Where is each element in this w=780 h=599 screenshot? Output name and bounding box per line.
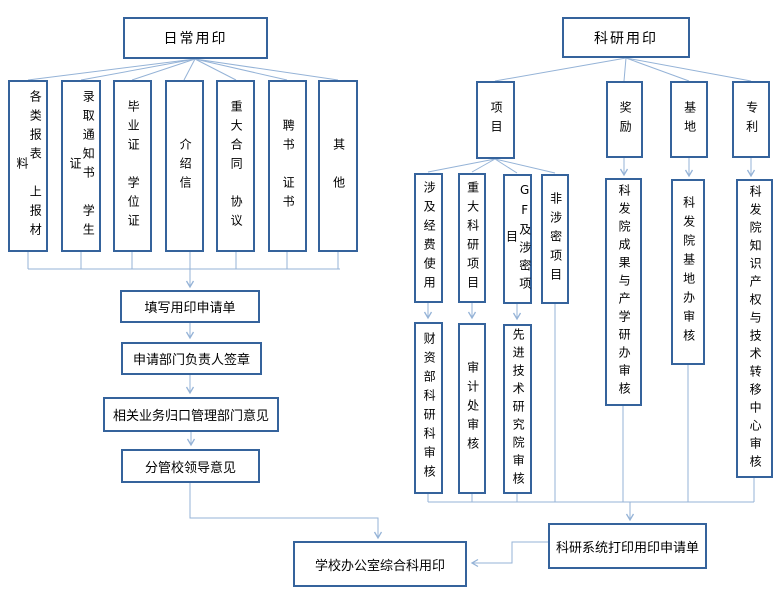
node-project-type-nonclassified: 非涉密项目 <box>541 174 569 304</box>
daily-category-label: 聘书 证书 <box>281 118 296 214</box>
node-research-branch-base: 基地 <box>670 81 708 158</box>
research-branch-label: 基地 <box>682 100 697 139</box>
review-label: 财资部科研科审核 <box>422 332 437 484</box>
node-daily-category-introduction-letter: 介绍信 <box>165 80 204 252</box>
daily-category-label: 其 他 <box>331 137 346 195</box>
node-review-achievements: 科发院成果与产学研办审核 <box>605 178 642 406</box>
node-research-branch-patent: 专利 <box>732 81 770 158</box>
node-project-type-major: 重大科研项目 <box>458 173 486 303</box>
node-final-office-seal: 学校办公室综合科用印 <box>293 541 467 587</box>
daily-step-label: 填写用印申请单 <box>144 301 236 316</box>
node-review-base-office: 科发院基地办审核 <box>671 179 705 365</box>
project-type-label: 非涉密项目 <box>548 191 563 287</box>
node-daily-step-fill-form: 填写用印申请单 <box>120 290 260 323</box>
project-type-label: GF及涉密项目 <box>504 183 532 295</box>
node-daily-category-other: 其 他 <box>318 80 358 252</box>
research-branch-label: 奖励 <box>618 100 633 139</box>
research-print-label: 科研系统打印用印申请单 <box>555 540 699 556</box>
final-step-label: 学校办公室综合科用印 <box>314 558 445 574</box>
node-daily-category-reports: 各类报表 上报材料 <box>8 80 48 252</box>
daily-category-label: 重大合同 协议 <box>229 99 244 233</box>
node-daily-category-diploma: 毕业证 学位证 <box>113 80 152 252</box>
project-type-label: 涉及经费使用 <box>422 181 437 295</box>
project-type-label: 重大科研项目 <box>465 181 480 295</box>
node-daily-category-admission: 录取通知书 学生证 <box>61 80 101 252</box>
node-daily-step-management-opinion: 相关业务归口管理部门意见 <box>103 397 279 432</box>
node-research-title: 科研用印 <box>562 17 690 58</box>
review-label: 科发院基地办审核 <box>681 196 696 348</box>
node-daily-step-leader-opinion: 分管校领导意见 <box>121 449 260 483</box>
node-research-print-form: 科研系统打印用印申请单 <box>548 523 707 569</box>
node-daily-step-department-signature: 申请部门负责人签章 <box>121 342 262 375</box>
node-daily-title: 日常用印 <box>123 17 268 59</box>
node-review-ip-transfer: 科发院知识产权与技术转移中心审核 <box>736 179 773 478</box>
node-review-audit: 审计处审核 <box>458 323 486 494</box>
review-label: 审计处审核 <box>465 361 480 456</box>
node-daily-category-major-contract: 重大合同 协议 <box>216 80 255 252</box>
research-branch-label: 项目 <box>489 101 504 139</box>
daily-category-label: 录取通知书 学生证 <box>68 90 96 242</box>
review-label: 科发院知识产权与技术转移中心审核 <box>748 184 763 473</box>
daily-step-label: 申请部门负责人签章 <box>132 353 250 368</box>
node-research-branch-project: 项目 <box>476 81 515 159</box>
daily-category-label: 各类报表 上报材料 <box>15 90 43 242</box>
research-branch-label: 专利 <box>744 100 759 139</box>
node-review-advanced-tech: 先进技术研究院审核 <box>503 324 532 494</box>
node-project-type-gf-classified: GF及涉密项目 <box>503 174 532 304</box>
node-project-type-funds: 涉及经费使用 <box>414 173 443 303</box>
daily-step-label: 分管校领导意见 <box>144 460 236 476</box>
daily-category-label: 介绍信 <box>178 137 193 195</box>
research-title-label: 科研用印 <box>594 30 658 47</box>
node-daily-category-appointment: 聘书 证书 <box>268 80 307 252</box>
review-label: 科发院成果与产学研办审核 <box>617 184 632 400</box>
daily-category-label: 毕业证 学位证 <box>126 99 141 233</box>
node-research-branch-award: 奖励 <box>606 81 643 158</box>
node-review-finance: 财资部科研科审核 <box>414 322 443 494</box>
daily-title-label: 日常用印 <box>163 31 228 47</box>
daily-step-label: 相关业务归口管理部门意见 <box>112 409 269 424</box>
review-label: 先进技术研究院审核 <box>511 328 526 490</box>
